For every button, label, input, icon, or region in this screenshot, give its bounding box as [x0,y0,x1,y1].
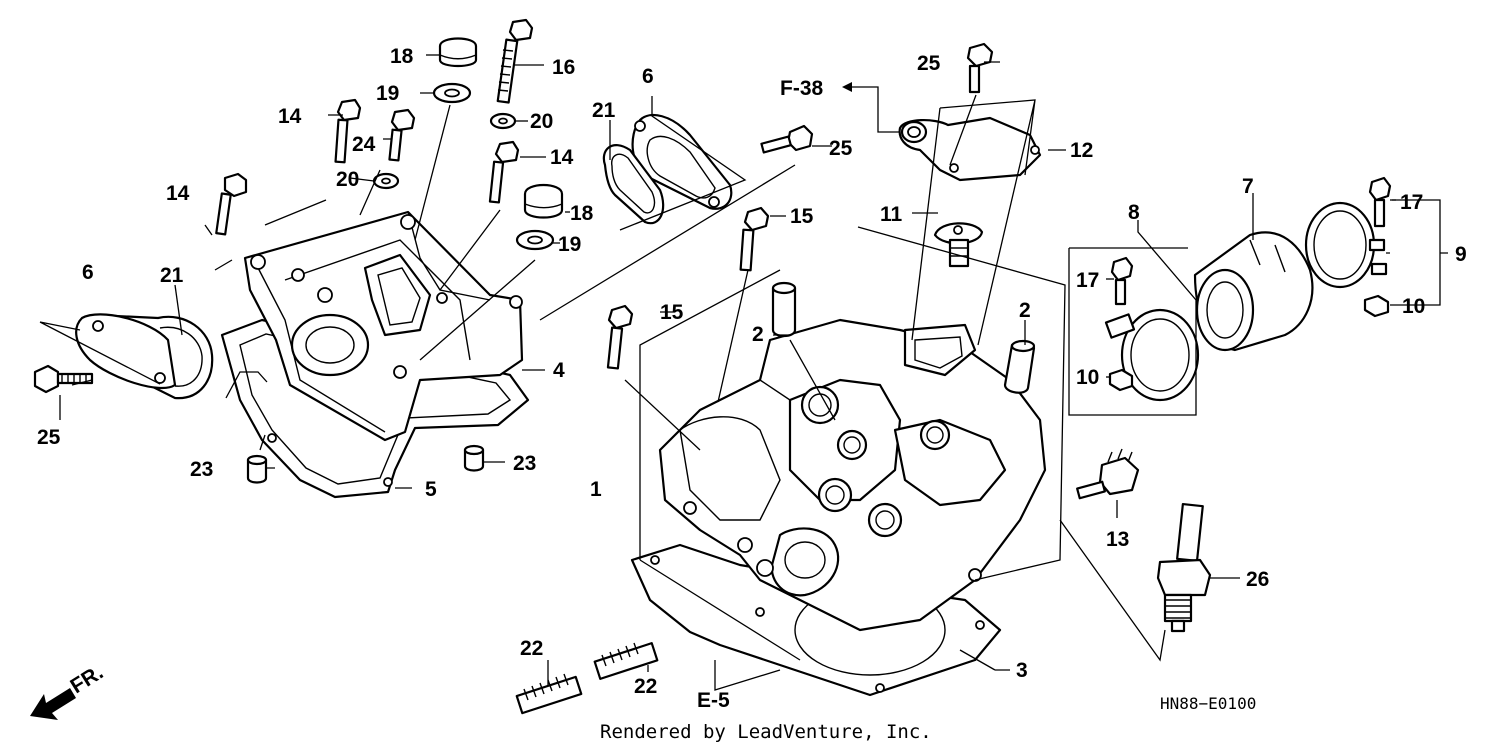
cap-nut-18-mid [523,183,564,219]
insulator-7 [1193,231,1314,352]
ref-f38-arrow-icon [842,82,852,92]
callout-20-mid: 20 [336,168,359,191]
ref-f38-label: F-38 [780,77,824,100]
dowel-23-right [463,444,485,472]
bolt-24 [388,108,416,162]
side-cover-6-left [75,313,214,400]
callout-19-mid: 19 [558,233,581,256]
bolt-25-top [760,124,814,154]
side-cover-6-top [631,113,733,210]
callout-17-right: 17 [1400,191,1423,214]
clamp-band-left [1104,308,1200,402]
callout-25-thermo: 25 [917,52,941,75]
dowel-2-left [771,281,797,338]
callout-2-right: 2 [1019,299,1031,322]
head-gasket-3 [630,543,1002,697]
callout-10-left: 10 [1076,366,1099,389]
washer-19-top [432,82,472,104]
bolt-15-right [739,206,770,272]
callout-25-top: 25 [829,137,853,160]
callout-10-right: 10 [1402,295,1425,318]
leader-lines [39,54,1448,691]
ref-f38: F-38 [780,77,852,100]
bolt-17-right [1368,176,1392,228]
cap-nut-18-top [438,37,478,68]
callout-21-top: 21 [592,99,616,122]
callout-11: 11 [880,203,903,226]
callout-22-a: 22 [520,637,543,660]
callout-26: 26 [1246,568,1269,591]
callout-6-left: 6 [82,261,94,284]
callout-4: 4 [553,359,565,382]
washer-20-mid [372,172,400,190]
callout-20-top: 20 [530,110,553,133]
front-indicator: FR. [30,661,107,720]
callout-19-top: 19 [376,82,399,105]
washer-20-top [489,112,517,130]
callout-8: 8 [1128,201,1140,224]
callout-18-top: 18 [390,45,414,68]
callout-25-left: 25 [37,426,61,449]
callout-21-left: 21 [160,264,184,287]
callout-24: 24 [352,133,376,156]
callout-23-left: 23 [190,458,213,481]
sensor-13 [1076,448,1140,500]
dowel-2-right [1003,339,1036,394]
bolt-16 [496,18,534,104]
stud-22-b [593,642,659,680]
bolt-14-a [215,172,248,236]
head-cover-4 [243,210,524,442]
washer-19-mid [515,229,555,251]
spark-plug-26 [1156,503,1212,633]
thermostat-11 [933,222,984,268]
callouts: 1 2 2 3 4 5 6 6 7 8 9 10 10 11 12 13 14 … [37,45,1467,698]
callout-14-b: 14 [166,182,190,205]
callout-22-b: 22 [634,675,657,698]
callout-16: 16 [552,56,575,79]
callout-5: 5 [425,478,437,501]
stud-22-a [515,673,583,715]
clamp-9-part [1368,238,1388,276]
thermostat-cover-12 [898,116,1042,182]
callout-7: 7 [1242,175,1254,198]
callout-17-left: 17 [1076,269,1099,292]
clamp-band-right [1304,201,1376,289]
bolt-14-b [334,98,362,164]
callout-13: 13 [1106,528,1129,551]
dowel-23-left [246,454,268,484]
bolt-25-thermo [966,42,994,94]
callout-23-right: 23 [513,452,536,475]
nut-10-right [1363,294,1390,318]
callout-9: 9 [1455,243,1467,266]
callout-6-top: 6 [642,65,654,88]
render-credit: Rendered by LeadVenture, Inc. [600,721,932,743]
callout-18-mid: 18 [570,202,594,225]
cylinder-head-1 [658,318,1047,632]
drawing-code: HN88−E0100 [1160,694,1256,713]
nut-10-left [1108,368,1134,392]
front-arrow-icon [30,688,76,720]
callout-2-left: 2 [752,323,764,346]
callout-14-c: 14 [550,146,574,169]
callout-1: 1 [590,478,602,501]
callout-15-right: 15 [790,205,814,228]
callout-14-a: 14 [278,105,302,128]
ref-e5-label: E-5 [697,689,730,712]
ref-e5: E-5 [697,689,730,712]
bolt-14-c [488,140,520,204]
callout-12: 12 [1070,139,1093,162]
callout-3: 3 [1016,659,1028,682]
callout-15-left: 15 [660,301,684,324]
bolt-25-left [33,364,94,394]
bolt-17-left [1110,256,1134,306]
bolt-15-left [606,304,634,370]
